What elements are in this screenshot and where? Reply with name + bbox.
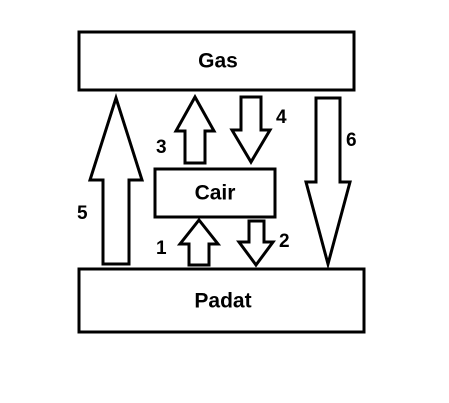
liquid-label: Cair [195, 182, 236, 205]
transition-arrow-5 [87, 93, 145, 266]
gas-box: Gas [77, 30, 356, 92]
transition-arrow-6 [304, 96, 352, 270]
transition-arrow-2 [236, 219, 276, 268]
transition-number-6: 6 [346, 130, 357, 151]
liquid-box: Cair [153, 167, 277, 219]
transition-arrow-4 [229, 95, 273, 165]
transition-arrow-1 [176, 217, 222, 267]
transition-number-5: 5 [77, 203, 88, 224]
transition-number-1: 1 [156, 238, 167, 259]
transition-number-3: 3 [156, 137, 167, 158]
solid-label: Padat [194, 290, 251, 313]
transition-number-2: 2 [279, 231, 290, 252]
transition-number-4: 4 [276, 107, 287, 128]
gas-label: Gas [198, 50, 238, 73]
transition-arrow-3 [173, 93, 217, 165]
solid-box: Padat [77, 267, 366, 334]
